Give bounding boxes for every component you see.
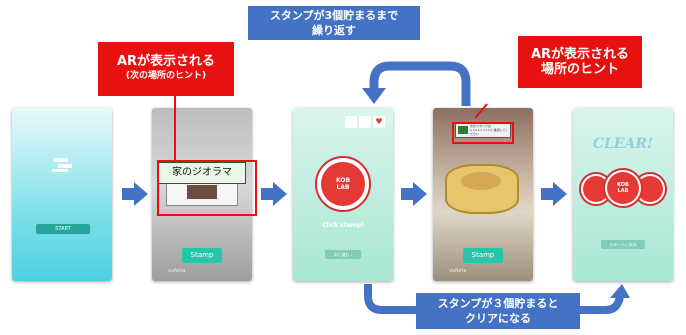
- camera-stamp-button[interactable]: Stamp: [463, 248, 503, 263]
- clear-callout-line1: スタンプが３個貯まると: [437, 297, 559, 310]
- flow-arrow-2: [261, 182, 287, 206]
- vuforia-footer: vuforia: [168, 268, 186, 274]
- stamp-logo-top: KOB: [335, 177, 351, 184]
- clear-logo-bottom: LAB: [617, 188, 629, 194]
- camera-vuforia-footer: vuforia: [449, 268, 467, 274]
- stamp-logo-bottom: LAB: [336, 184, 350, 191]
- stamp-button[interactable]: Stamp: [182, 248, 222, 263]
- ar-hint-text: 次のスタンプは ××××××××× 確認してください: [470, 124, 509, 136]
- screen-title: START: [12, 108, 112, 281]
- repeat-callout-line2: 繰り返す: [312, 24, 356, 37]
- click-stamp-text: Click stamp!: [322, 222, 364, 229]
- ar-hint-place-callout: ARが表示される 場所のヒント: [518, 36, 642, 88]
- screen-camera: 次のスタンプは ××××××××× 確認してください Stamp vuforia: [433, 108, 533, 281]
- flow-arrow-3: [401, 182, 427, 206]
- stamp-badge-inner: KOB LAB: [321, 162, 365, 206]
- clear-logo-top: KOB: [617, 182, 629, 188]
- screen-stamp: ♥ KOB LAB Click stamp! 次に進む ›: [293, 108, 393, 281]
- diorama-text: 家のジオラマ: [172, 167, 232, 178]
- stamp-badge[interactable]: KOB LAB: [315, 156, 371, 212]
- flow-arrow-4: [541, 182, 567, 206]
- clear-callout-line2: クリアになる: [465, 312, 531, 325]
- clear-arrow: [364, 284, 630, 314]
- clear-title: CLEAR!: [592, 136, 654, 152]
- clear-badge-inner: KOB LAB: [607, 172, 639, 204]
- wooden-box: [445, 164, 519, 214]
- hint-place-line1: ARが表示される: [530, 47, 630, 62]
- start-button[interactable]: START: [36, 224, 90, 234]
- ar-shown-line2: (次の場所のヒント): [125, 71, 207, 81]
- next-button[interactable]: 次に進む ›: [325, 250, 361, 259]
- stamp-slot-1: [345, 116, 357, 128]
- clear-badge-center: KOB LAB: [603, 168, 643, 208]
- loop-arrow: [362, 61, 471, 106]
- ar-highlight-box: [157, 160, 257, 216]
- ar-hint-thumb: [458, 126, 468, 134]
- back-to-start-button[interactable]: スタートに戻る: [601, 240, 645, 249]
- stamp-slot-3: ♥: [373, 116, 385, 128]
- ar-shown-callout: ARが表示される (次の場所のヒント): [98, 42, 234, 96]
- stamp-slot-2: [359, 116, 371, 128]
- ar-callout-line: [174, 96, 176, 160]
- app-logo-icon: [52, 158, 72, 172]
- ar-shown-line1: ARが表示される: [116, 54, 216, 69]
- flow-arrow-1: [122, 182, 148, 206]
- repeat-callout: スタンプが3個貯まるまで 繰り返す: [248, 6, 420, 40]
- ar-hint-highlight: [452, 122, 514, 144]
- screen-clear: CLEAR! KOB LAB スタートに戻る: [573, 108, 673, 281]
- clear-condition-callout: スタンプが３個貯まると クリアになる: [416, 293, 580, 329]
- screen-ar-hint: 家のジオラマ Stamp vuforia: [152, 108, 252, 281]
- hint-place-line2: 場所のヒント: [540, 62, 619, 77]
- repeat-callout-line1: スタンプが3個貯まるまで: [269, 9, 399, 22]
